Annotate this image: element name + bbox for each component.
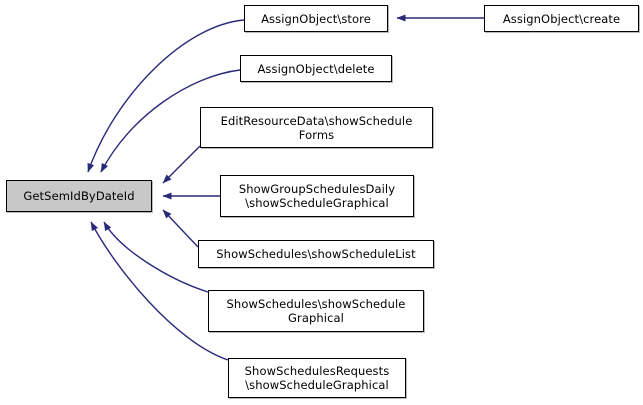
node-label: ShowSchedulesRequests \showScheduleGraph… xyxy=(244,364,390,392)
node-label: EditResourceData\showSchedule Forms xyxy=(220,113,413,142)
node-label: AssignObject\create xyxy=(502,11,621,26)
node-assign-object-delete[interactable]: AssignObject\delete xyxy=(240,55,392,82)
node-get-sem-id-by-date-id[interactable]: GetSemIdByDateId xyxy=(6,180,152,212)
edge-delete-to-root xyxy=(100,69,241,173)
edge-store-to-root xyxy=(87,19,245,173)
edge-showschedulesrequests-to-root xyxy=(90,221,229,361)
node-show-group-schedules-daily-show-schedule-graphical[interactable]: ShowGroupSchedulesDaily \showScheduleGra… xyxy=(220,175,414,217)
node-show-schedules-requests-show-schedule-graphical[interactable]: ShowSchedulesRequests \showScheduleGraph… xyxy=(228,358,406,398)
node-label: ShowGroupSchedulesDaily \showScheduleGra… xyxy=(238,182,396,210)
node-label: AssignObject\delete xyxy=(257,61,375,76)
node-assign-object-store[interactable]: AssignObject\store xyxy=(244,5,388,32)
node-label: GetSemIdByDateId xyxy=(23,189,135,203)
node-assign-object-create[interactable]: AssignObject\create xyxy=(484,5,639,32)
edge-editresourcedata-to-root xyxy=(162,145,201,184)
edge-showschedulelist-to-root xyxy=(162,209,199,248)
node-label: ShowSchedules\showScheduleList xyxy=(216,247,416,261)
node-show-schedules-show-schedule-list[interactable]: ShowSchedules\showScheduleList xyxy=(198,240,434,268)
node-edit-resource-data-show-schedule-forms[interactable]: EditResourceData\showSchedule Forms xyxy=(200,107,433,148)
node-label: AssignObject\store xyxy=(261,11,371,26)
node-label: ShowSchedules\showSchedule Graphical xyxy=(226,297,406,325)
node-show-schedules-show-schedule-graphical[interactable]: ShowSchedules\showSchedule Graphical xyxy=(208,290,424,332)
edge-showschedulegraphical-to-root xyxy=(103,221,209,293)
